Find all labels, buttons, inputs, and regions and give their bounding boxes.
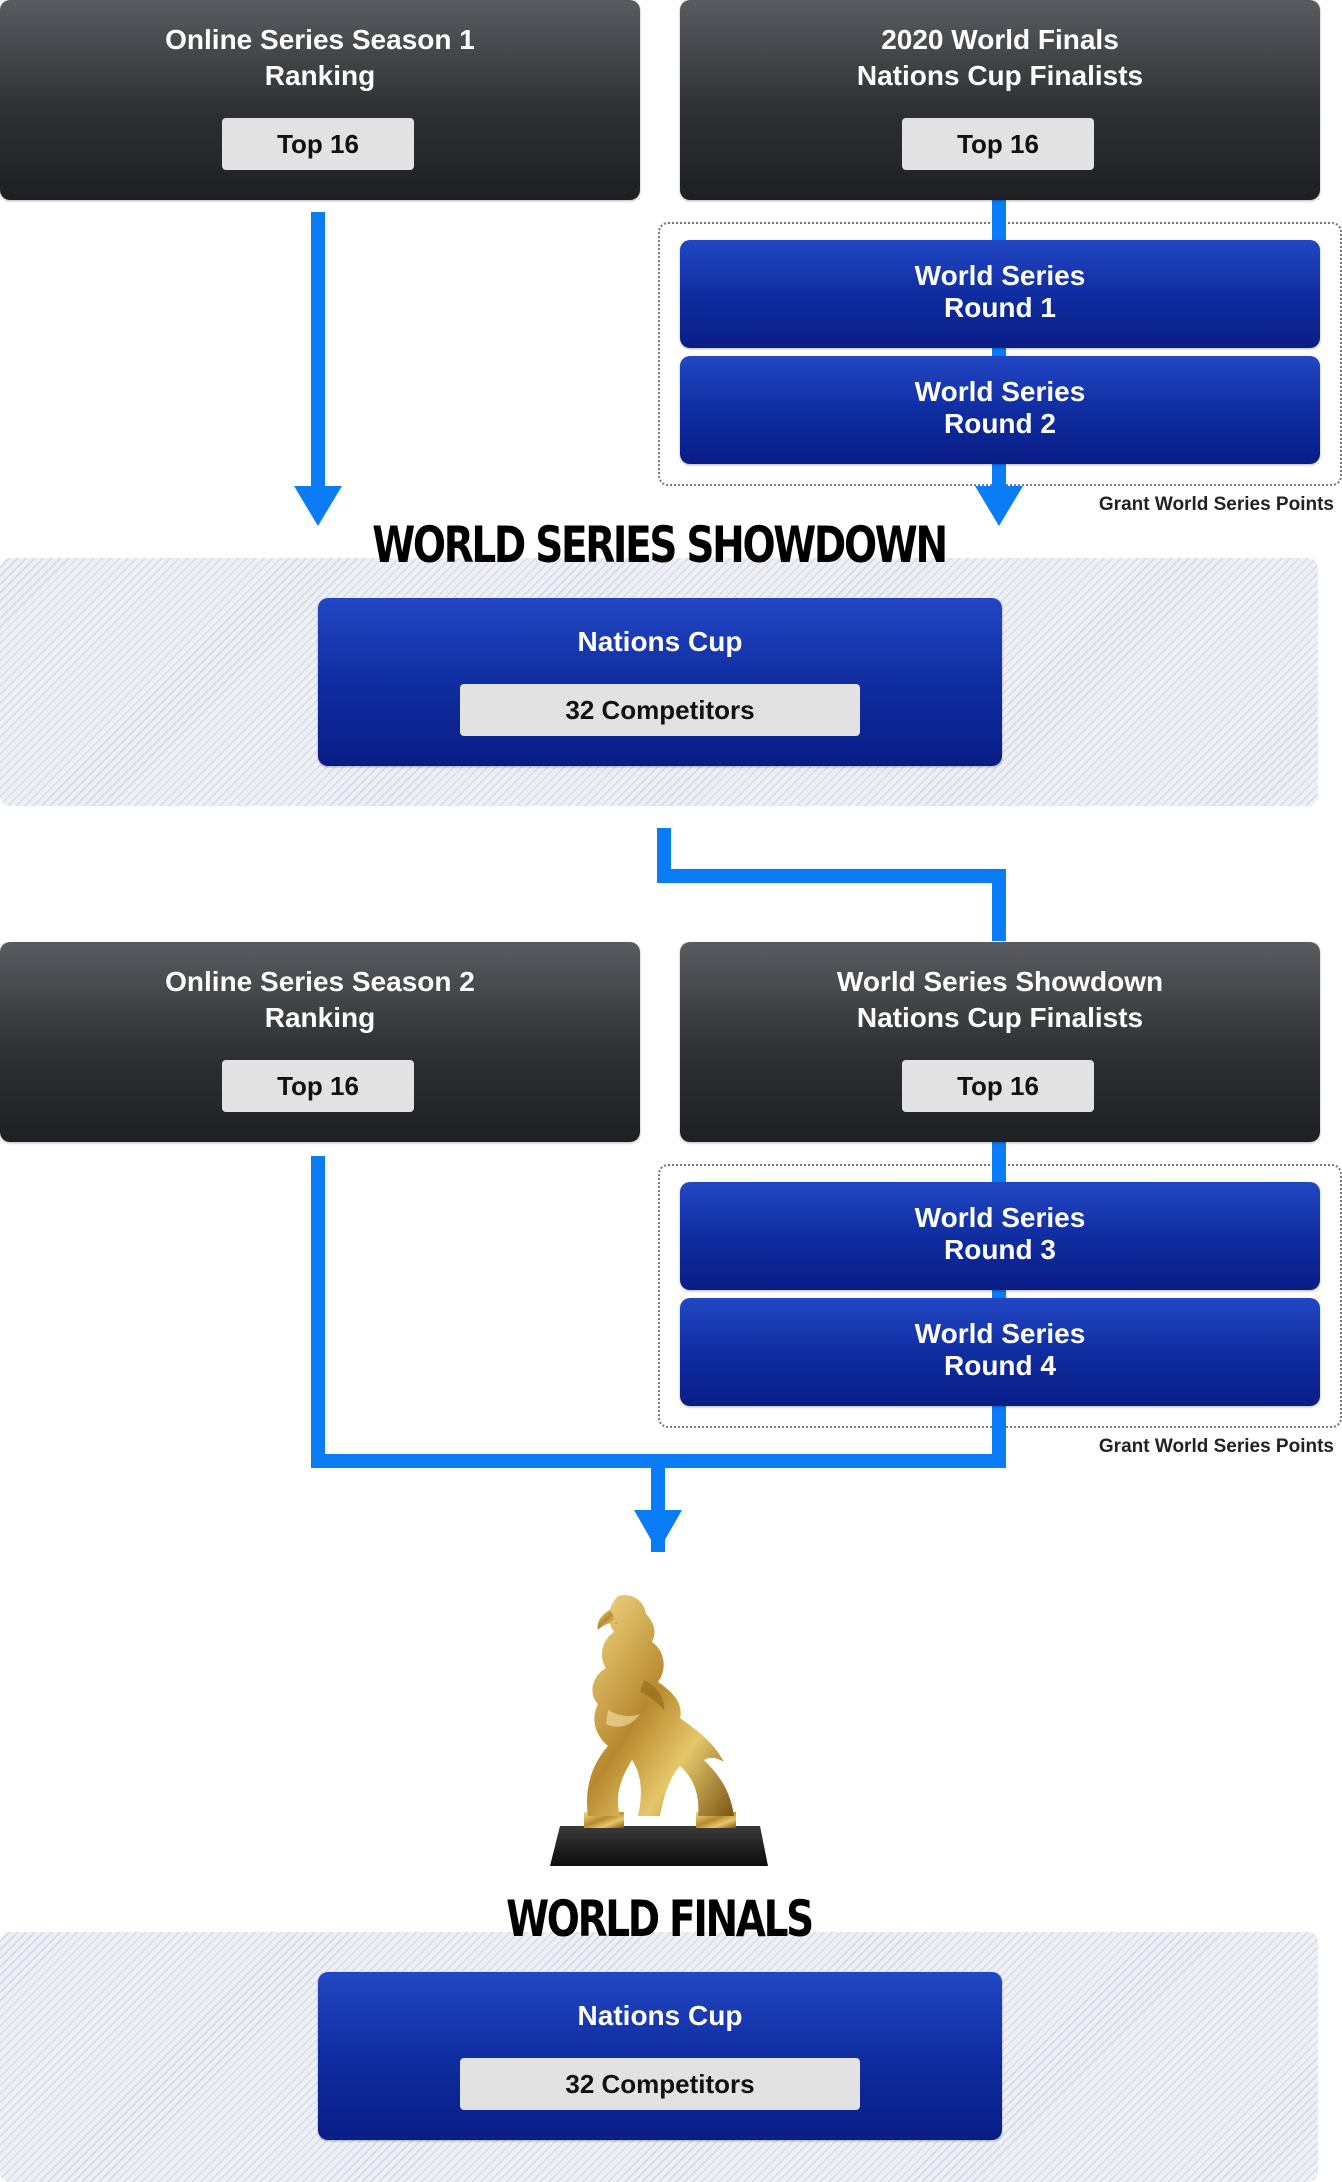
box-title: World Series Round 2 bbox=[914, 376, 1086, 439]
grant-points-label: Grant World Series Points bbox=[1098, 494, 1334, 515]
finals-heading: WORLD FINALS bbox=[506, 1890, 814, 1948]
box-title: Online Series Season 1 Ranking bbox=[165, 24, 475, 91]
box-title: World Series Round 1 bbox=[914, 260, 1086, 323]
top-16-badge: Top 16 bbox=[902, 118, 1094, 170]
online-series-season-1-box: Online Series Season 1 Ranking Top 16 bbox=[0, 0, 640, 200]
finals-nations-cup-box: Nations Cup 32 Competitors bbox=[318, 1972, 1002, 2140]
showdown-heading: WORLD SERIES SHOWDOWN bbox=[372, 516, 948, 574]
box-title: Nations Cup bbox=[577, 2000, 743, 2031]
world-series-round-2-box: World Series Round 2 bbox=[680, 356, 1320, 464]
connector-line bbox=[992, 869, 1006, 941]
online-series-season-2-box: Online Series Season 2 Ranking Top 16 bbox=[0, 942, 640, 1142]
connector-line bbox=[311, 1156, 325, 1468]
trophy-icon bbox=[550, 1594, 768, 1866]
box-title: World Series Round 4 bbox=[914, 1318, 1086, 1381]
box-title: Nations Cup bbox=[577, 626, 743, 657]
competitors-badge: 32 Competitors bbox=[460, 684, 860, 736]
world-finals-2020-finalists-box: 2020 World Finals Nations Cup Finalists … bbox=[680, 0, 1320, 200]
arrow-down-icon bbox=[634, 1510, 682, 1552]
box-title: World Series Showdown Nations Cup Finali… bbox=[836, 966, 1164, 1033]
world-series-round-1-box: World Series Round 1 bbox=[680, 240, 1320, 348]
box-title: World Series Round 3 bbox=[914, 1202, 1086, 1265]
showdown-finalists-box: World Series Showdown Nations Cup Finali… bbox=[680, 942, 1320, 1142]
arrow-down-icon bbox=[294, 486, 342, 526]
box-title: 2020 World Finals Nations Cup Finalists bbox=[856, 24, 1144, 91]
connector-line bbox=[311, 212, 325, 500]
arrow-down-icon bbox=[975, 486, 1023, 526]
top-16-badge: Top 16 bbox=[222, 118, 414, 170]
top-16-badge: Top 16 bbox=[902, 1060, 1094, 1112]
connector-line bbox=[657, 869, 1006, 883]
competitors-badge: 32 Competitors bbox=[460, 2058, 860, 2110]
top-16-badge: Top 16 bbox=[222, 1060, 414, 1112]
box-title: Online Series Season 2 Ranking bbox=[165, 966, 475, 1033]
world-series-round-4-box: World Series Round 4 bbox=[680, 1298, 1320, 1406]
grant-points-label: Grant World Series Points bbox=[1098, 1436, 1334, 1457]
showdown-nations-cup-box: Nations Cup 32 Competitors bbox=[318, 598, 1002, 766]
world-series-round-3-box: World Series Round 3 bbox=[680, 1182, 1320, 1290]
